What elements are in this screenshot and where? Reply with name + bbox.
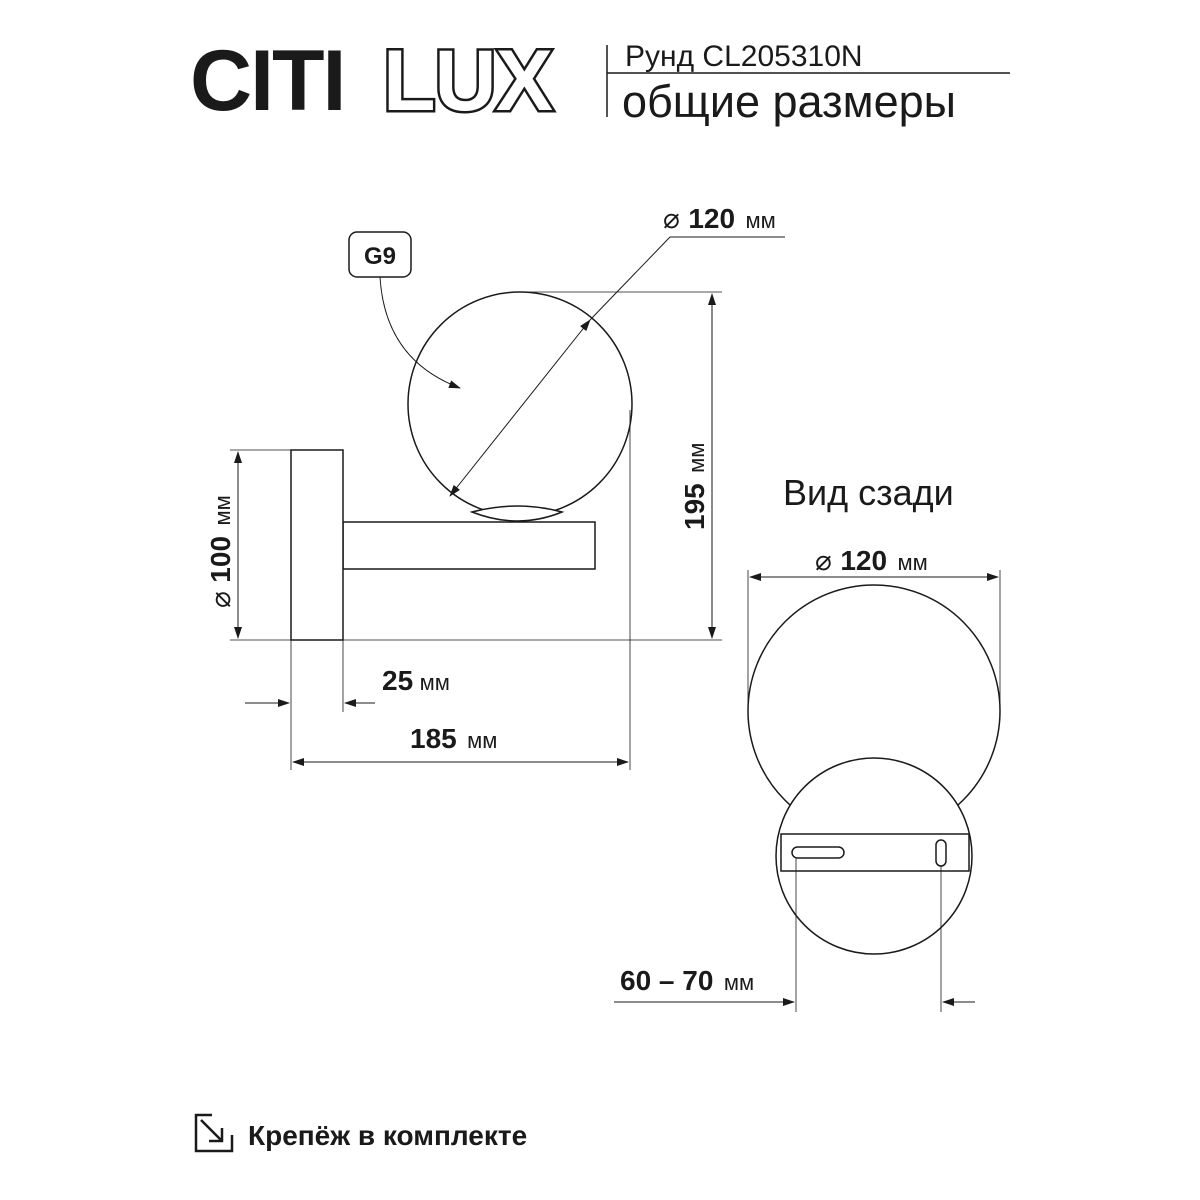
model-name: Рунд CL205310N xyxy=(625,40,863,73)
base-depth-label: 25 мм xyxy=(382,665,450,696)
wall-base xyxy=(290,449,344,641)
base-diameter-value: 100 xyxy=(205,536,236,583)
base-depth-value: 25 xyxy=(382,665,413,696)
height-unit: мм xyxy=(684,443,709,473)
rear-shade-diameter-value: 120 xyxy=(840,545,887,576)
diameter-symbol: ⌀ xyxy=(815,545,832,576)
diameter-symbol: ⌀ xyxy=(205,591,236,608)
lamp-holder xyxy=(469,505,565,522)
rear-view xyxy=(614,570,1001,1012)
rear-view-title: Вид сзади xyxy=(783,472,954,513)
mount-arrow-icon xyxy=(194,1113,234,1153)
page-subtitle: общие размеры xyxy=(622,76,956,127)
rear-shade-diameter-unit: мм xyxy=(897,550,927,575)
brand-logo-left: CITI xyxy=(190,33,344,129)
height-label: 195 мм xyxy=(679,443,710,530)
rear-shade-diameter-label: ⌀ 120 мм xyxy=(815,545,928,576)
total-depth-value: 185 xyxy=(410,723,457,754)
base-diameter-label: ⌀ 100 мм xyxy=(205,495,236,608)
footer-note: Крепёж в комплекте xyxy=(248,1120,527,1151)
dim-line-shade-diameter xyxy=(449,319,591,497)
lamp-arm xyxy=(342,521,596,570)
height-value: 195 xyxy=(679,483,710,530)
base-depth-unit: мм xyxy=(420,670,450,695)
glass-shade xyxy=(407,291,633,517)
mount-spacing-unit: мм xyxy=(724,970,754,995)
total-depth-label: 185 мм xyxy=(410,723,497,754)
diameter-symbol: ⌀ xyxy=(663,203,680,234)
shade-diameter-label: ⌀ 120 мм xyxy=(663,203,776,234)
brand-logo: CITI LUX xyxy=(190,31,556,132)
mount-spacing-label: 60 – 70 мм xyxy=(620,965,754,996)
brand-logo-right: LUX xyxy=(383,33,553,129)
side-view xyxy=(230,231,785,770)
total-depth-unit: мм xyxy=(467,728,497,753)
base-diameter-unit: мм xyxy=(210,495,235,525)
mount-spacing-value: 60 – 70 xyxy=(620,965,713,996)
socket-label: G9 xyxy=(364,243,396,270)
mount-slot-horizontal xyxy=(791,846,845,859)
shade-diameter-value: 120 xyxy=(688,203,735,234)
socket-leader xyxy=(379,276,461,389)
shade-diameter-unit: мм xyxy=(745,208,775,233)
